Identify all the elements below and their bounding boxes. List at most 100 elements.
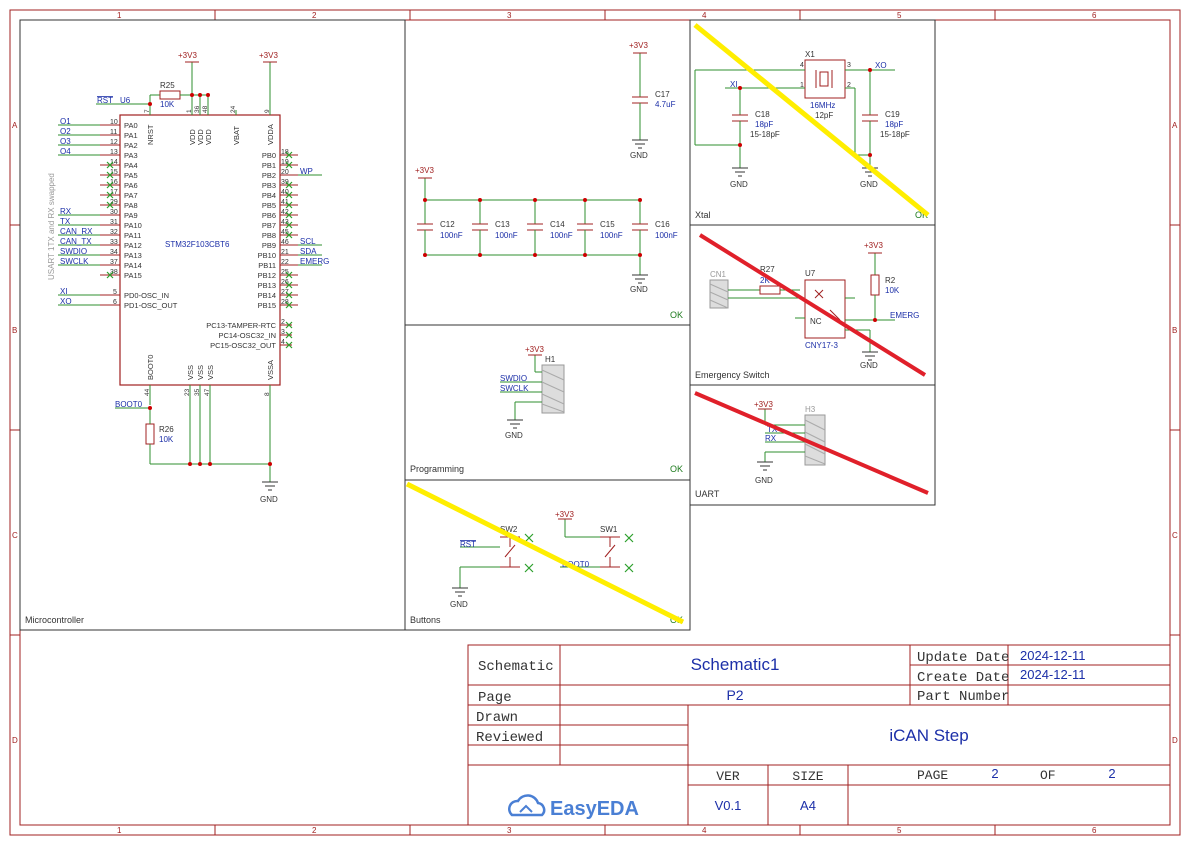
- gnd-symbol-mcu: [262, 481, 278, 491]
- mcu-gnd-label: GND: [260, 495, 278, 504]
- no-connect-mark: [285, 211, 293, 219]
- mcu-pin-name: PA3: [124, 151, 138, 160]
- mcu-pin-name: PA7: [124, 191, 138, 200]
- mcu-pin-number: 29: [110, 199, 118, 206]
- mcu-pin-name: PB6: [262, 211, 276, 220]
- no-connect-mark: [285, 341, 293, 349]
- cn1-ref: CN1: [710, 270, 727, 279]
- rst-net: RST: [97, 96, 113, 105]
- mcu-pin-name: PB11: [258, 261, 276, 270]
- border-row-label: B: [12, 326, 17, 335]
- svg-text:1: 1: [800, 82, 804, 89]
- mcu-pin-number: 44: [144, 388, 151, 396]
- mcu-pin-number: 21: [281, 249, 289, 256]
- cap-ref: C16: [655, 220, 670, 229]
- prog-swclk: SWCLK: [500, 384, 529, 393]
- mcu-pin-number: 48: [202, 105, 209, 113]
- tb-of-label: OF: [1040, 768, 1056, 783]
- mcu-pin-number: 2: [281, 319, 285, 326]
- mcu-pin-number: 4: [281, 339, 285, 346]
- cap-value: 100nF: [600, 231, 623, 240]
- mcu-pin-number: 26: [281, 279, 289, 286]
- mcu-pin-number: 34: [110, 249, 118, 256]
- mcu-pin-number: 15: [110, 169, 118, 176]
- border-col-label: 5: [897, 11, 902, 20]
- sw1-ref: SW1: [600, 525, 618, 534]
- mcu-pin-name: PB5: [262, 201, 276, 210]
- mcu-pin-name: BOOT0: [146, 355, 155, 380]
- strike-emergency: [698, 233, 927, 377]
- mcu-pin-name: PB15: [258, 301, 276, 310]
- border-col-label: 1: [117, 826, 122, 835]
- mcu-pin-number: 31: [110, 219, 118, 226]
- no-connect-mark: [285, 231, 293, 239]
- strike-buttons: [405, 481, 685, 625]
- btn-boot0-net: BOOT0: [562, 560, 590, 569]
- border-row-label: D: [12, 736, 18, 745]
- optocoupler-u7: [804, 279, 846, 339]
- mcu-pin-name: PB0: [262, 151, 276, 160]
- mcu-pin-number: 19: [281, 159, 289, 166]
- border-col-label: 3: [507, 11, 512, 20]
- border-row-label: C: [12, 531, 18, 540]
- mcu-pin-number: 33: [110, 239, 118, 246]
- mcu-net-label: SDA: [300, 247, 317, 256]
- strike-xtal: [693, 23, 930, 217]
- mcu-pin-number: 30: [110, 209, 118, 216]
- c18-ref: C18: [755, 110, 770, 119]
- x1-ref: X1: [805, 50, 815, 59]
- mcu-pin-name: PA5: [124, 171, 138, 180]
- mcu-ref: U6: [120, 96, 131, 105]
- mcu-net-label: SWDIO: [60, 247, 87, 256]
- mcu-pin-number: 43: [281, 219, 289, 226]
- connector-cn1: [709, 279, 729, 309]
- tb-create-label: Create Date: [917, 670, 1009, 686]
- mcu-pin-name: VSSA: [266, 360, 275, 380]
- border-row-label: D: [1172, 736, 1178, 745]
- u7-gnd: GND: [860, 361, 878, 370]
- mcu-pin-name: VSS: [186, 365, 195, 380]
- no-connect-mark: [285, 201, 293, 209]
- mcu-pin-number: 7: [144, 109, 151, 113]
- mcu-pin-number: 35: [194, 388, 201, 396]
- border-row-label: B: [1172, 326, 1177, 335]
- tb-ver-value: V0.1: [715, 798, 742, 813]
- ok-label-caps: OK: [670, 310, 683, 320]
- no-connect-mark: [285, 301, 293, 309]
- section-label-microcontroller: Microcontroller: [25, 615, 84, 625]
- mcu-pin-name: VSS: [206, 365, 215, 380]
- tb-size-label: SIZE: [792, 769, 823, 784]
- mcu-pin-number: 9: [264, 109, 271, 113]
- cap-value: 100nF: [655, 231, 678, 240]
- mcu-pin-number: 40: [281, 189, 289, 196]
- section-label-xtal: Xtal: [695, 210, 711, 220]
- r25-ref: R25: [160, 81, 175, 90]
- h3-ref: H3: [805, 405, 816, 414]
- section-label-buttons: Buttons: [410, 615, 441, 625]
- no-connect-mark: [106, 161, 114, 169]
- mcu-pin-name: PA14: [124, 261, 142, 270]
- c19-gnd: GND: [860, 180, 878, 189]
- no-connect-mark: [106, 271, 114, 279]
- mcu-pin-number: 6: [113, 299, 117, 306]
- no-connect-mark: [106, 171, 114, 179]
- mcu-net-label: SWCLK: [60, 257, 89, 266]
- no-connect-mark: [285, 281, 293, 289]
- r27-ref: R27: [760, 265, 775, 274]
- mcu-vdd-power: +3V3: [178, 51, 197, 60]
- mcu-net-label: O3: [60, 137, 71, 146]
- no-connect-mark: [285, 291, 293, 299]
- tb-page-num-label: PAGE: [917, 768, 948, 783]
- tb-update-value: 2024-12-11: [1020, 648, 1086, 663]
- mcu-pin-number: 39: [281, 179, 289, 186]
- no-connect-mark: [106, 201, 114, 209]
- mcu-pin-name: PB8: [262, 231, 276, 240]
- section-label-programming: Programming: [410, 464, 464, 474]
- mcu-pin-name: PC15-OSC32_OUT: [210, 341, 276, 350]
- boot0-net: BOOT0: [115, 400, 143, 409]
- mcu-pin-number: 42: [281, 209, 289, 216]
